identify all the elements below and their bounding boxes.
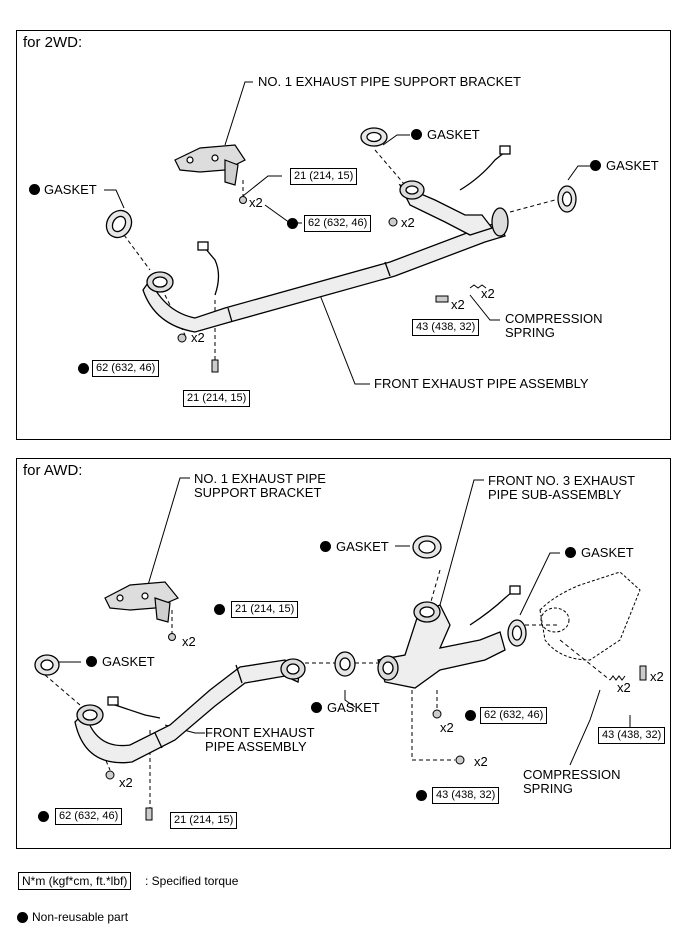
label-2wd-gasket-top: GASKET: [427, 127, 480, 142]
qty-awd-3: x2: [650, 669, 664, 684]
label-awd-bracket: NO. 1 EXHAUST PIPE SUPPORT BRACKET: [194, 471, 326, 500]
qty-awd-5: x2: [474, 754, 488, 769]
qty-2wd-1: x2: [249, 195, 263, 210]
qty-awd-1: x2: [182, 634, 196, 649]
label-awd-front-pipe: FRONT EXHAUST PIPE ASSEMBLY: [205, 725, 315, 754]
torque-awd-left-nut: 62 (632, 46): [55, 808, 123, 825]
nonreusable-dot-icon: [311, 702, 322, 713]
qty-awd-6: x2: [119, 775, 133, 790]
nonreusable-dot-icon: [29, 184, 40, 195]
torque-2wd-bracket-bolt: 21 (214, 15): [290, 168, 358, 185]
nonreusable-dot-icon: [411, 129, 422, 140]
label-awd-spring: COMPRESSION SPRING: [523, 767, 621, 796]
nonreusable-dot-icon: [287, 218, 298, 229]
label-awd-gasket-a: GASKET: [336, 539, 389, 554]
nonreusable-dot-icon: [590, 160, 601, 171]
qty-awd-2: x2: [617, 680, 631, 695]
nonreusable-dot-icon: [78, 363, 89, 374]
label-awd-gasket-c: GASKET: [102, 654, 155, 669]
label-awd-gasket-b: GASKET: [581, 545, 634, 560]
label-2wd-front-pipe: FRONT EXHAUST PIPE ASSEMBLY: [374, 376, 589, 391]
label-2wd-spring: COMPRESSION SPRING: [505, 311, 603, 340]
label-2wd-bracket: NO. 1 EXHAUST PIPE SUPPORT BRACKET: [258, 74, 521, 89]
qty-2wd-4: x2: [481, 286, 495, 301]
nonreusable-dot-icon: [214, 604, 225, 615]
qty-2wd-3: x2: [451, 297, 465, 312]
torque-2wd-lower-bolt: 21 (214, 15): [183, 390, 251, 407]
label-2wd-gasket-right: GASKET: [606, 158, 659, 173]
torque-2wd-center-nut: 62 (632, 46): [304, 215, 372, 232]
nonreusable-dot-icon: [320, 541, 331, 552]
qty-awd-4: x2: [440, 720, 454, 735]
panel-2wd-title: for 2WD:: [23, 34, 83, 51]
torque-2wd-left-nut: 62 (632, 46): [92, 360, 160, 377]
nonreusable-dot-icon: [86, 656, 97, 667]
torque-awd-bracket-bolt: 21 (214, 15): [231, 601, 299, 618]
qty-2wd-2: x2: [401, 215, 415, 230]
label-awd-gasket-d: GASKET: [327, 700, 380, 715]
torque-awd-mid-nut: 62 (632, 46): [480, 707, 548, 724]
torque-2wd-spring-bolt: 43 (438, 32): [412, 319, 480, 336]
legend-torque-text: : Specified torque: [145, 874, 239, 888]
nonreusable-dot-icon: [465, 710, 476, 721]
qty-2wd-5: x2: [191, 330, 205, 345]
torque-awd-lower-bolt: 43 (438, 32): [432, 787, 500, 804]
nonreusable-dot-icon: [565, 547, 576, 558]
torque-awd-right-bolt: 43 (438, 32): [598, 727, 666, 744]
label-awd-front3: FRONT NO. 3 EXHAUST PIPE SUB-ASSEMBLY: [488, 473, 636, 502]
legend-torque-unit: N*m (kgf*cm, ft.*lbf): [18, 872, 132, 890]
nonreusable-dot-icon: [38, 811, 49, 822]
nonreusable-dot-icon: [416, 790, 427, 801]
torque-awd-left-bolt: 21 (214, 15): [170, 812, 238, 829]
legend-nonreusable-dot-icon: [17, 912, 28, 923]
label-2wd-gasket-left: GASKET: [44, 182, 97, 197]
legend-nonreusable-text: Non-reusable part: [32, 910, 129, 924]
panel-awd-title: for AWD:: [23, 462, 83, 479]
